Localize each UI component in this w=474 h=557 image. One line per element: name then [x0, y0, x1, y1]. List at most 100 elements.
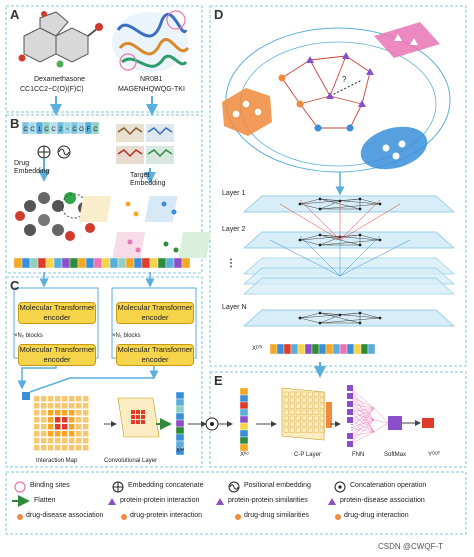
- x-dti-vector: [269, 343, 376, 355]
- c-p-layer-grid: [281, 387, 332, 441]
- interaction-map-drug-marker: [22, 392, 30, 400]
- conv-layer-cell: [141, 420, 145, 424]
- interaction-map-cell: [48, 403, 54, 409]
- drug-encoder-bottom: Molecular Transformer encoder: [18, 344, 96, 366]
- drug-feature-cell: [181, 257, 191, 269]
- interaction-map-cell: [55, 410, 61, 416]
- gnn-layer-link: [339, 199, 381, 241]
- legend-dds: drug-drug similarities: [244, 512, 309, 519]
- smiles-token-text: 2: [59, 127, 63, 133]
- cp-layer-cell: [283, 391, 289, 397]
- ppi-triangle-icon: [108, 498, 116, 505]
- interaction-map-cell: [62, 396, 68, 402]
- cp-layer-cell: [289, 409, 295, 415]
- cp-layer-cell: [319, 427, 325, 433]
- dda-dot-icon: [17, 514, 23, 520]
- smiles-token-text: C: [51, 127, 56, 133]
- drug-embedding-vector: [13, 257, 191, 269]
- fnn-edge: [349, 411, 375, 421]
- fnn-edge: [349, 431, 375, 437]
- interaction-map-cell: [83, 403, 89, 409]
- x-dti-cell: [290, 343, 299, 355]
- legend-pda: protein-disease association: [340, 497, 425, 504]
- cp-layer-cell: [295, 397, 301, 403]
- cp-layer-cell: [283, 421, 289, 427]
- gnn-layer-node: [358, 207, 362, 211]
- gnn-layer-node: [338, 313, 342, 317]
- gnn-layer-node: [338, 199, 342, 203]
- fnn-input-node: [347, 425, 353, 431]
- interaction-map-cell: [76, 410, 82, 416]
- cp-layer-cell: [313, 391, 319, 397]
- fnn-input-node: [347, 409, 353, 415]
- cp-layer-cell: [307, 427, 313, 433]
- interaction-map-cell: [62, 431, 68, 437]
- heterogeneous-network: [222, 22, 451, 173]
- gnn-layer-edge: [319, 317, 381, 324]
- unknown-link-mark: ?: [342, 75, 347, 84]
- interaction-map-cell: [83, 438, 89, 444]
- legend-positional: Positional embedding: [244, 482, 311, 489]
- interaction-map-cell: [48, 410, 54, 416]
- interaction-map-cell: [48, 431, 54, 437]
- drug-feature-cell: [29, 257, 39, 269]
- smiles-token-text: C: [72, 127, 77, 133]
- cp-layer-cell: [319, 391, 325, 397]
- cp-layer-cell: [319, 415, 325, 421]
- x-ko-vector: [239, 387, 249, 452]
- fnn-edge: [349, 419, 375, 429]
- gnn-layer-node: [298, 202, 302, 206]
- fnn-input-node: [347, 393, 353, 399]
- gnn-layer-edge: [299, 203, 321, 210]
- gnn-layer-edge: [359, 312, 381, 319]
- drug-feature-cell: [149, 257, 159, 269]
- disease-region: [360, 126, 428, 170]
- dpi-dot-icon: [121, 514, 127, 520]
- cp-layer-cell: [307, 403, 313, 409]
- interaction-map-cell: [76, 445, 82, 451]
- drug-embedding-label: Drug Embedding: [14, 160, 50, 175]
- fnn-edge: [349, 403, 375, 409]
- x-int-cell: [175, 405, 185, 414]
- cp-layer-cell: [307, 415, 313, 421]
- target-encoder-top: Molecular Transformer encoder: [116, 302, 194, 324]
- drug-region: [222, 88, 272, 136]
- interaction-map-cell: [69, 403, 75, 409]
- drug-feature-cell: [133, 257, 143, 269]
- nr0b1-protein-structure: [112, 10, 190, 72]
- x-dti-cell: [360, 343, 369, 355]
- interaction-map-cell: [48, 424, 54, 430]
- x-ko-cell: [239, 401, 249, 410]
- fnn-edge: [373, 419, 389, 424]
- panel-e-border: [209, 371, 467, 468]
- x-dti-cell: [339, 343, 348, 355]
- drug-blocks-label: ×N₂ blocks: [14, 333, 43, 339]
- fnn-ellipsis: ⋮: [348, 423, 356, 432]
- drug-feature-cell: [77, 257, 87, 269]
- layer-2-label: Layer 2: [222, 226, 246, 233]
- cp-layer-cell: [313, 403, 319, 409]
- conv-layer-cell: [136, 420, 140, 424]
- softmax-box: [388, 416, 402, 430]
- legend-concat-op: Concatenation operation: [350, 482, 427, 489]
- x-dti-cell: [318, 343, 327, 355]
- x-int-cell: [175, 426, 185, 435]
- fnn-edge: [349, 403, 375, 421]
- legend-border: [5, 471, 467, 535]
- drug-feature-cell: [21, 257, 31, 269]
- panel-d-border: [209, 5, 467, 367]
- gnn-layer-node: [378, 316, 382, 320]
- smiles-token-cell: [91, 121, 100, 135]
- gnn-layer-link: [269, 239, 341, 277]
- cp-layer-cell: [307, 397, 313, 403]
- x-dti-cell: [276, 343, 285, 355]
- interaction-map-cell: [41, 424, 47, 430]
- fnn-input-node: [347, 401, 353, 407]
- x-dti-label: Xᴰᵀᴵ: [252, 346, 263, 352]
- x-int-label: Xᴵⁿᵗ: [176, 448, 185, 454]
- interaction-map-cell: [69, 431, 75, 437]
- binding-sites-icon: [14, 481, 26, 493]
- gnn-layer-edge: [299, 239, 321, 246]
